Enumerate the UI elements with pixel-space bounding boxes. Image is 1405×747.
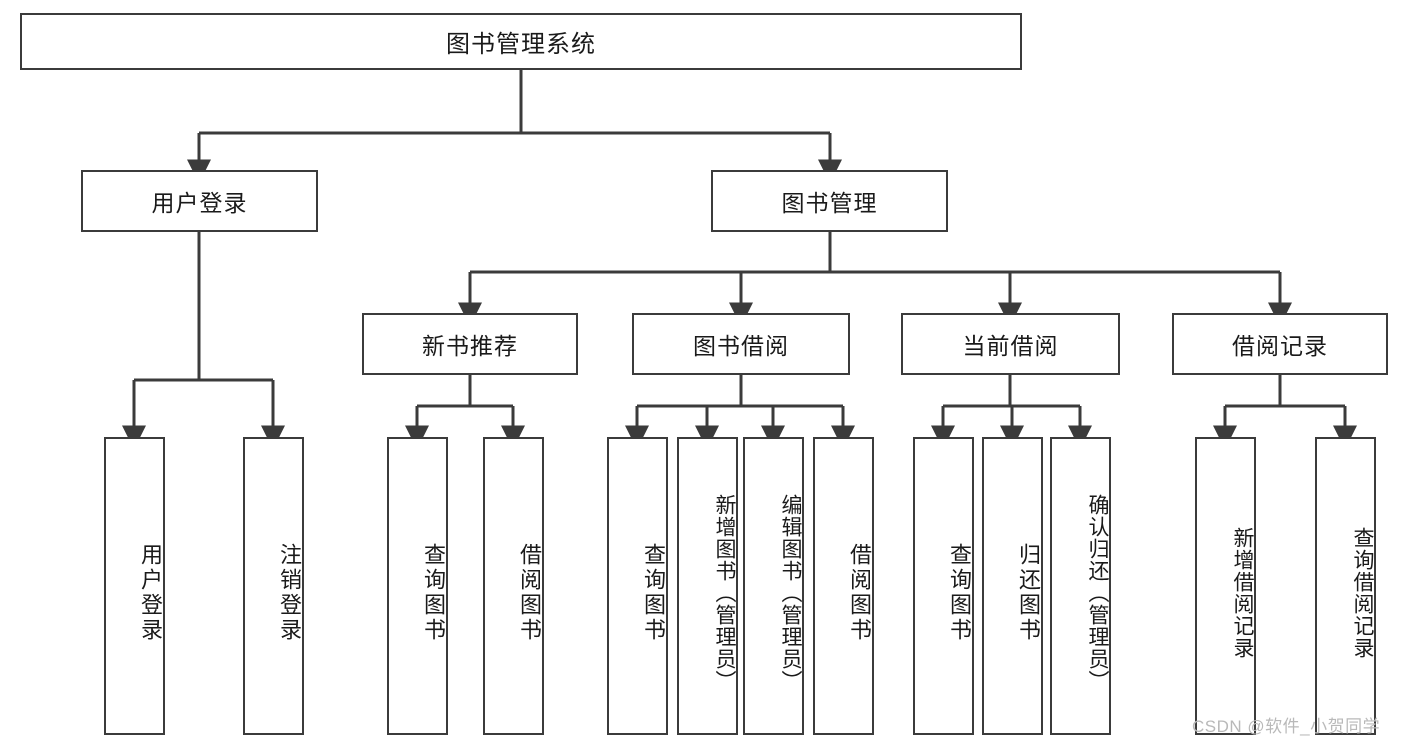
leaf-add-borrow-record[interactable]: 新增借阅记录 — [1195, 437, 1256, 735]
node-new-book-recommend[interactable]: 新书推荐 — [362, 313, 578, 375]
node-book-borrow[interactable]: 图书借阅 — [632, 313, 850, 375]
leaf-edit-book-admin[interactable]: 编辑图书（管理员） — [743, 437, 804, 735]
leaf-return-book[interactable]: 归还图书 — [982, 437, 1043, 735]
node-borrow-record[interactable]: 借阅记录 — [1172, 313, 1388, 375]
node-root-system[interactable]: 图书管理系统 — [20, 13, 1022, 70]
leaf-borrow-book-recommend[interactable]: 借阅图书 — [483, 437, 544, 735]
leaf-add-book-admin[interactable]: 新增图书（管理员） — [677, 437, 738, 735]
node-current-borrow[interactable]: 当前借阅 — [901, 313, 1120, 375]
leaf-query-borrow-record[interactable]: 查询借阅记录 — [1315, 437, 1376, 735]
leaf-query-book-recommend[interactable]: 查询图书 — [387, 437, 448, 735]
node-book-manage[interactable]: 图书管理 — [711, 170, 948, 232]
leaf-query-book-current[interactable]: 查询图书 — [913, 437, 974, 735]
node-user-login[interactable]: 用户登录 — [81, 170, 318, 232]
leaf-user-login[interactable]: 用户登录 — [104, 437, 165, 735]
leaf-borrow-book[interactable]: 借阅图书 — [813, 437, 874, 735]
leaf-confirm-return-admin[interactable]: 确认归还（管理员） — [1050, 437, 1111, 735]
leaf-query-book-borrow[interactable]: 查询图书 — [607, 437, 668, 735]
leaf-user-logout[interactable]: 注销登录 — [243, 437, 304, 735]
